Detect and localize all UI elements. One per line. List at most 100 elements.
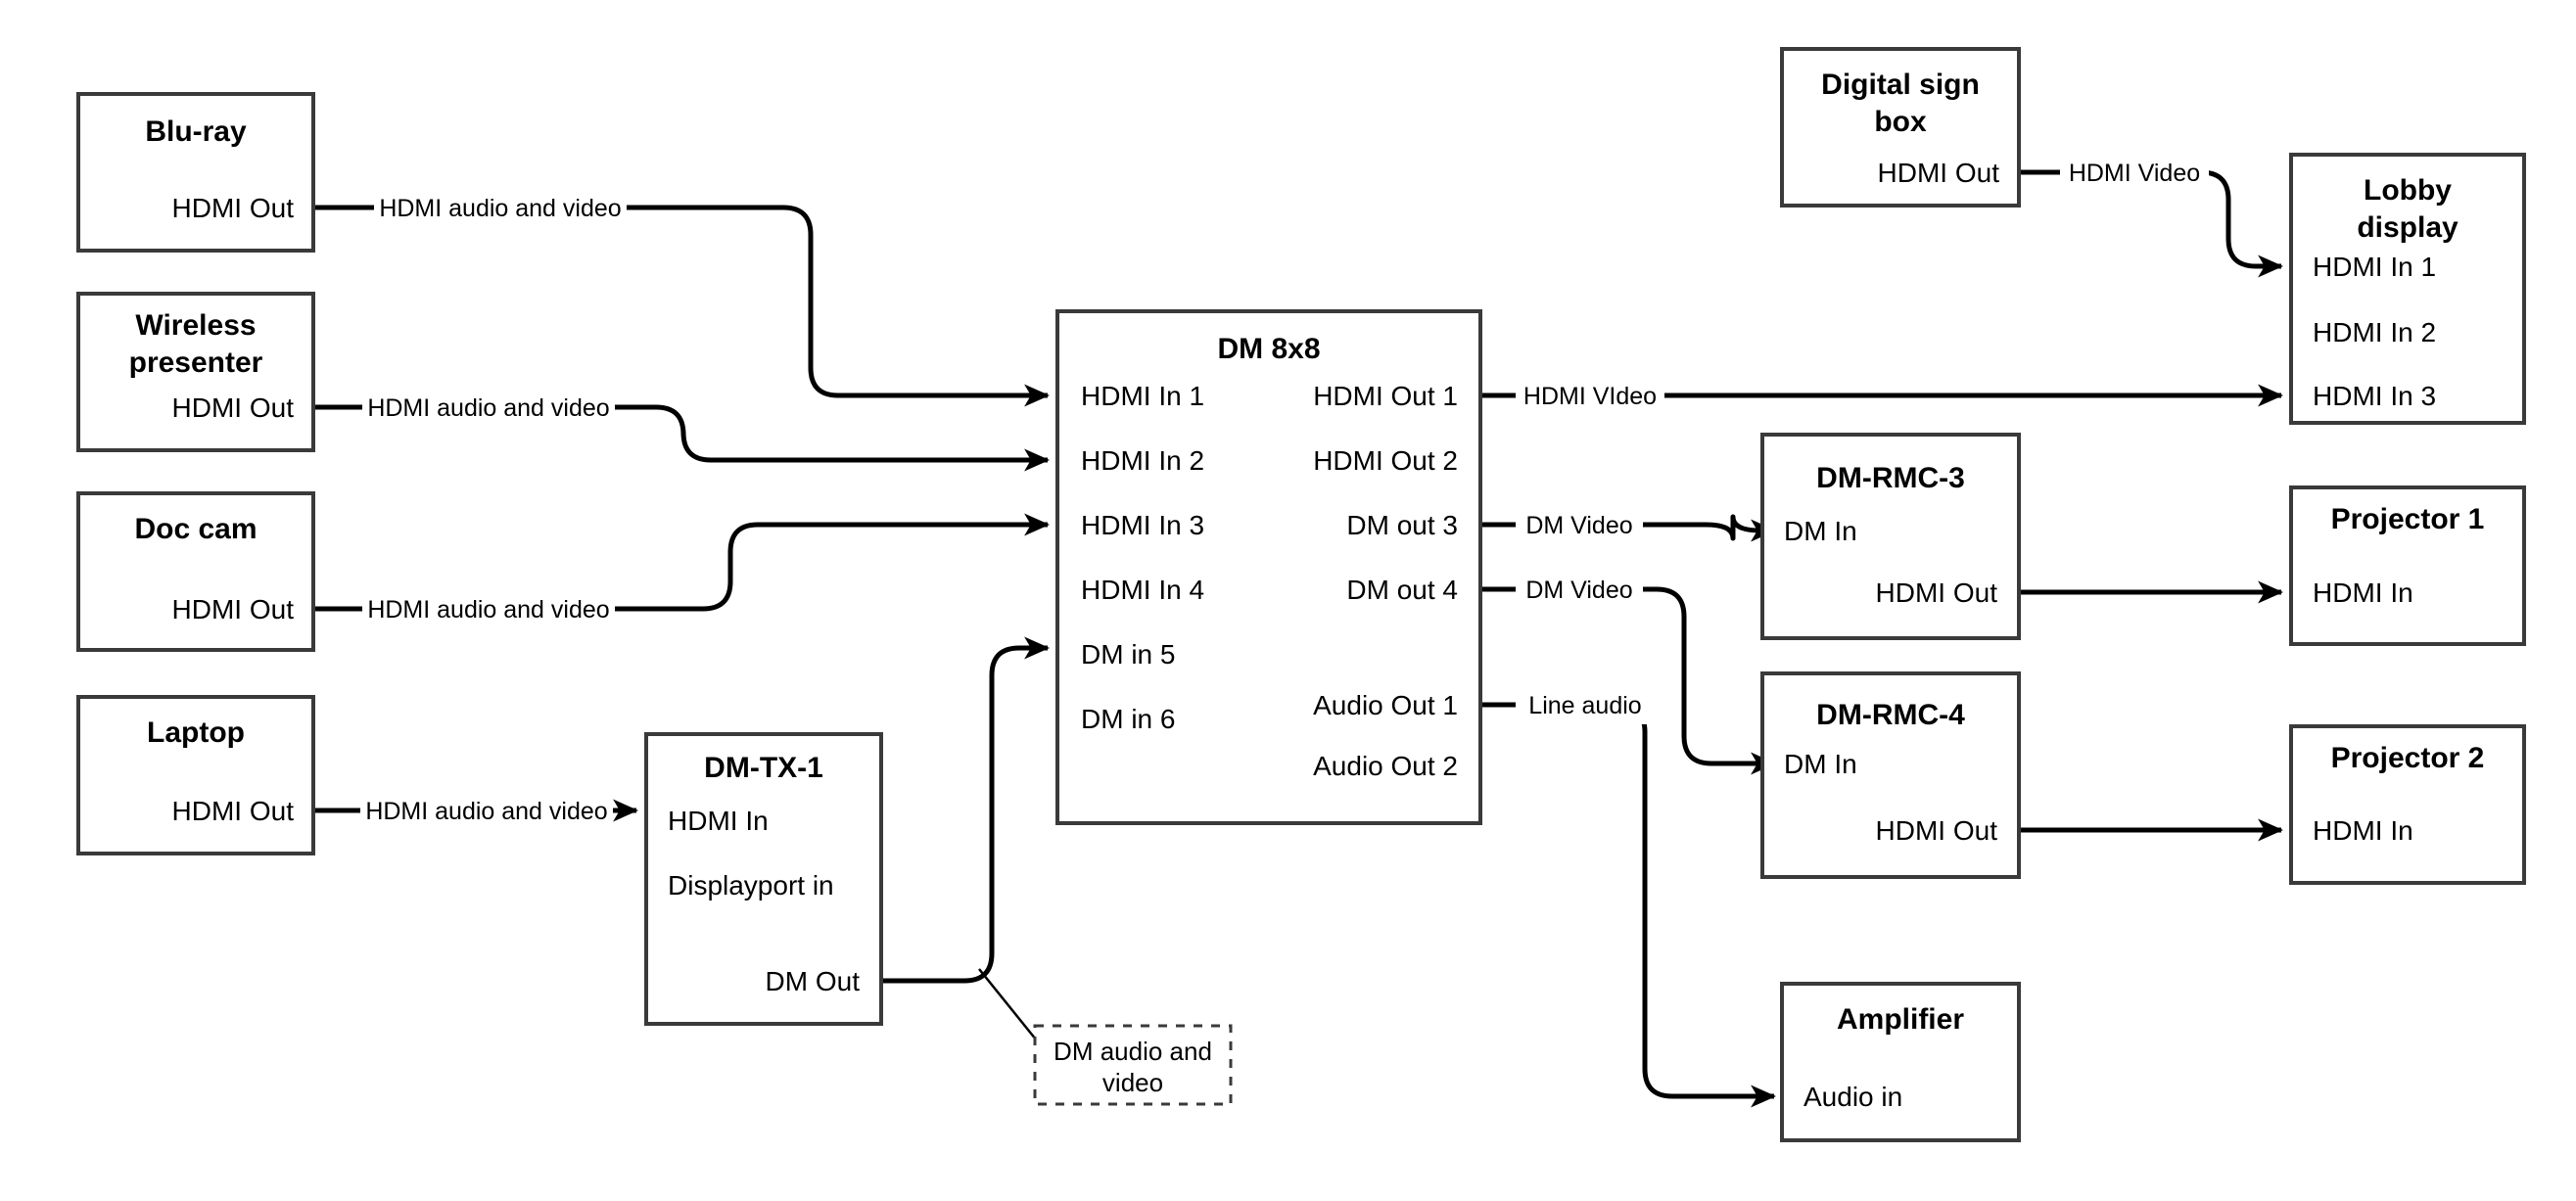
node-doc-cam-box [76, 491, 315, 652]
link-dm-out-4-to-rmc4 [1480, 586, 1777, 775]
edge-label-audio-out-1: Line audio [1516, 685, 1655, 724]
node-wireless-presenter-title-line2: presenter [129, 346, 263, 379]
node-dm-rmc-4-port-hdmi-out: HDMI Out [1876, 815, 1998, 846]
node-dm-8x8-input-2: HDMI In 2 [1081, 445, 1204, 476]
node-dm-rmc-3-port-hdmi-out: HDMI Out [1876, 577, 1998, 608]
edge-label-hdmi-out-1-text: HDMI VIdeo [1523, 383, 1657, 410]
node-bluray-box [76, 92, 315, 253]
node-projector-1-port-hdmi-in: HDMI In [2313, 577, 2413, 608]
edge-label-laptop: HDMI audio and video [360, 791, 613, 830]
node-dm-rmc-4-box [1760, 671, 2021, 879]
callout-dm-audio-and-video-line1: DM audio and [1054, 1037, 1212, 1066]
edge-label-wireless-text: HDMI audio and video [367, 394, 609, 422]
edge-label-doccam: HDMI audio and video [362, 589, 615, 628]
node-digital-sign-box-box [1780, 47, 2021, 208]
node-dm-tx-1-box [644, 732, 883, 1026]
edge-label-bluray: HDMI audio and video [374, 188, 627, 227]
edge-label-audio-out-1-text: Line audio [1528, 692, 1641, 719]
edge-label-bluray-text: HDMI audio and video [379, 195, 621, 222]
node-bluray-port-hdmi-out: HDMI Out [172, 193, 295, 223]
node-dm-rmc-3-title: DM-RMC-3 [1816, 462, 1965, 494]
node-lobby-display[interactable]: Lobby display HDMI In 1 HDMI In 2 HDMI I… [2289, 153, 2526, 425]
node-dm-rmc-3[interactable]: DM-RMC-3 DM In HDMI Out [1760, 433, 2021, 640]
node-lobby-display-input-3: HDMI In 3 [2313, 381, 2436, 411]
node-dm-8x8[interactable]: DM 8x8 HDMI In 1 HDMI In 2 HDMI In 3 HDM… [1055, 309, 1482, 825]
node-lobby-display-input-2: HDMI In 2 [2313, 317, 2436, 347]
node-dm-rmc-4[interactable]: DM-RMC-4 DM In HDMI Out [1760, 671, 2021, 879]
node-projector-2-title: Projector 2 [2331, 742, 2485, 774]
node-laptop[interactable]: Laptop HDMI Out [76, 695, 315, 855]
node-wireless-presenter-title-line1: Wireless [135, 309, 256, 342]
node-laptop-box [76, 695, 315, 855]
node-lobby-display-title-line2: display [2357, 211, 2459, 244]
node-dm-8x8-output-2: HDMI Out 2 [1313, 445, 1458, 476]
callout-dm-audio-and-video-line2: video [1102, 1068, 1163, 1097]
edge-label-dm-out-3-text: DM Video [1525, 512, 1632, 539]
node-dm-tx-1-port-displayport-in: Displayport in [668, 870, 834, 901]
node-laptop-title: Laptop [147, 716, 245, 749]
node-digital-sign-box-port-hdmi-out: HDMI Out [1878, 158, 2000, 188]
node-projector-2-port-hdmi-in: HDMI In [2313, 815, 2413, 846]
node-dm-8x8-input-6: DM in 6 [1081, 704, 1175, 734]
node-wireless-presenter-box [76, 292, 315, 452]
link-wireless-to-hdmi-in-2 [313, 404, 1051, 472]
node-doc-cam[interactable]: Doc cam HDMI Out [76, 491, 315, 652]
node-digital-sign-box[interactable]: Digital sign box HDMI Out [1780, 47, 2021, 208]
node-doc-cam-title: Doc cam [134, 513, 257, 545]
edge-label-digital-sign: HDMI Video [2060, 153, 2209, 192]
callout-leader-line [978, 968, 1037, 1040]
node-projector-2-box [2289, 724, 2526, 885]
node-digital-sign-box-title-line1: Digital sign [1821, 69, 1980, 101]
edge-label-doccam-text: HDMI audio and video [367, 596, 609, 624]
node-dm-tx-1-title: DM-TX-1 [704, 752, 823, 784]
callout-dm-audio-and-video: DM audio and video [1033, 1024, 1233, 1106]
node-dm-rmc-4-port-dm-in: DM In [1784, 749, 1857, 779]
node-lobby-display-title-line1: Lobby [2364, 174, 2452, 207]
node-dm-8x8-input-4: HDMI In 4 [1081, 575, 1204, 605]
node-dm-8x8-box [1055, 309, 1482, 825]
edge-label-dm-out-4-text: DM Video [1525, 577, 1632, 604]
node-dm-tx-1[interactable]: DM-TX-1 HDMI In Displayport in DM Out [644, 732, 883, 1026]
callout-dm-audio-and-video-box [1033, 1024, 1233, 1106]
node-doc-cam-port-hdmi-out: HDMI Out [172, 594, 295, 624]
edge-label-dm-out-4: DM Video [1516, 570, 1643, 609]
node-amplifier-title: Amplifier [1837, 1003, 1964, 1036]
edge-label-laptop-text: HDMI audio and video [365, 798, 607, 825]
edge-label-wireless: HDMI audio and video [362, 388, 615, 427]
node-dm-tx-1-port-dm-out: DM Out [766, 966, 861, 996]
link-dm-out-3-to-rmc3 [1480, 514, 1777, 542]
node-wireless-presenter-port-hdmi-out: HDMI Out [172, 393, 295, 423]
node-dm-rmc-4-title: DM-RMC-4 [1816, 699, 1965, 731]
edge-label-digital-sign-text: HDMI Video [2069, 160, 2200, 187]
node-projector-2[interactable]: Projector 2 HDMI In [2289, 724, 2526, 885]
node-digital-sign-box-title-line2: box [1874, 106, 1927, 138]
node-dm-8x8-output-1: HDMI Out 1 [1313, 381, 1458, 411]
edge-label-hdmi-out-1: HDMI VIdeo [1516, 376, 1664, 415]
node-dm-8x8-input-5: DM in 5 [1081, 639, 1175, 670]
link-bluray-to-hdmi-in-1 [313, 205, 1051, 407]
node-laptop-port-hdmi-out: HDMI Out [172, 796, 295, 826]
node-dm-rmc-3-box [1760, 433, 2021, 640]
node-projector-1[interactable]: Projector 1 HDMI In [2289, 485, 2526, 646]
node-dm-8x8-output-5: Audio Out 1 [1313, 690, 1458, 720]
node-projector-1-title: Projector 1 [2331, 503, 2485, 535]
node-dm-tx-1-port-hdmi-in: HDMI In [668, 806, 769, 836]
node-wireless-presenter[interactable]: Wireless presenter HDMI Out [76, 292, 315, 452]
node-amplifier-port-audio-in: Audio in [1803, 1082, 1902, 1112]
node-lobby-display-box [2289, 153, 2526, 425]
node-dm-8x8-title: DM 8x8 [1217, 333, 1320, 365]
node-bluray-title: Blu-ray [145, 115, 247, 148]
link-sign-to-lobby-hdmi-in-1 [2019, 169, 2284, 278]
node-dm-8x8-input-1: HDMI In 1 [1081, 381, 1204, 411]
node-amplifier[interactable]: Amplifier Audio in [1780, 982, 2021, 1142]
node-lobby-display-input-1: HDMI In 1 [2313, 252, 2436, 282]
node-bluray[interactable]: Blu-ray HDMI Out [76, 92, 315, 253]
node-amplifier-box [1780, 982, 2021, 1142]
link-dmtx1-to-dm-in-5 [881, 636, 1051, 984]
node-dm-8x8-input-3: HDMI In 3 [1081, 510, 1204, 540]
node-projector-1-box [2289, 485, 2526, 646]
link-doccam-to-hdmi-in-3 [313, 513, 1051, 612]
node-dm-8x8-output-6: Audio Out 2 [1313, 751, 1458, 781]
